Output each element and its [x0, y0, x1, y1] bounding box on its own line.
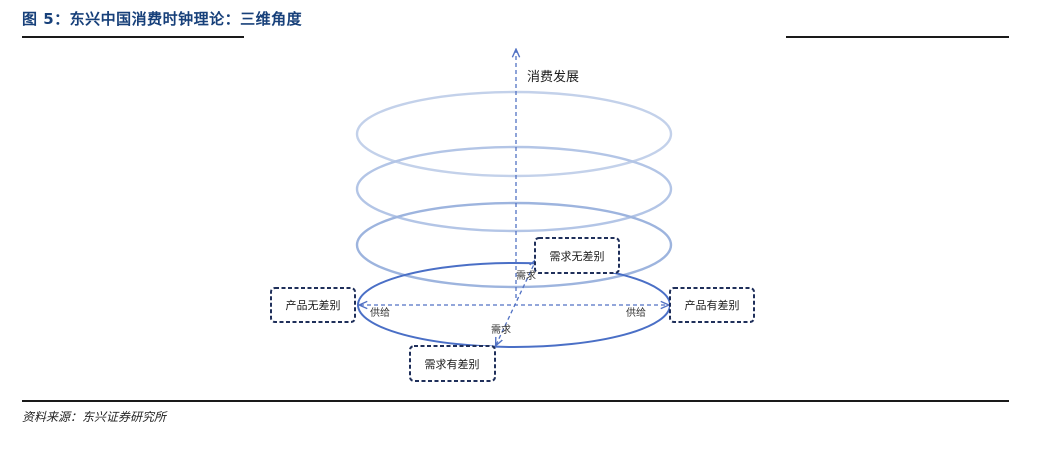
- box-bottom-label: 需求有差别: [425, 357, 480, 371]
- source-rule: [22, 400, 1009, 402]
- demand-label-top: 需求: [516, 270, 536, 282]
- box-left-label: 产品无差别: [286, 298, 341, 312]
- consumption-axis-label: 消费发展: [527, 69, 579, 85]
- demand-axis: [496, 260, 536, 345]
- box-bottom-frame: [409, 345, 496, 382]
- source-note: 资料来源：东兴证券研究所: [22, 410, 167, 424]
- title-underline-right: [786, 36, 1009, 38]
- demand-label-bottom: 需求: [491, 324, 511, 336]
- box-top-label: 需求无差别: [550, 249, 605, 263]
- figure-title: 图 5：东兴中国消费时钟理论：三维角度: [22, 10, 303, 28]
- box-left-frame: [270, 287, 356, 323]
- ring-4: [355, 90, 673, 178]
- box-right-label: 产品有差别: [685, 298, 740, 312]
- box-right-frame: [669, 287, 755, 323]
- ring-3: [355, 145, 673, 233]
- box-top-frame: [534, 237, 620, 274]
- supply-label-right: 供给: [626, 306, 646, 319]
- title-underline-left: [22, 36, 244, 38]
- supply-label-left: 供给: [370, 306, 390, 319]
